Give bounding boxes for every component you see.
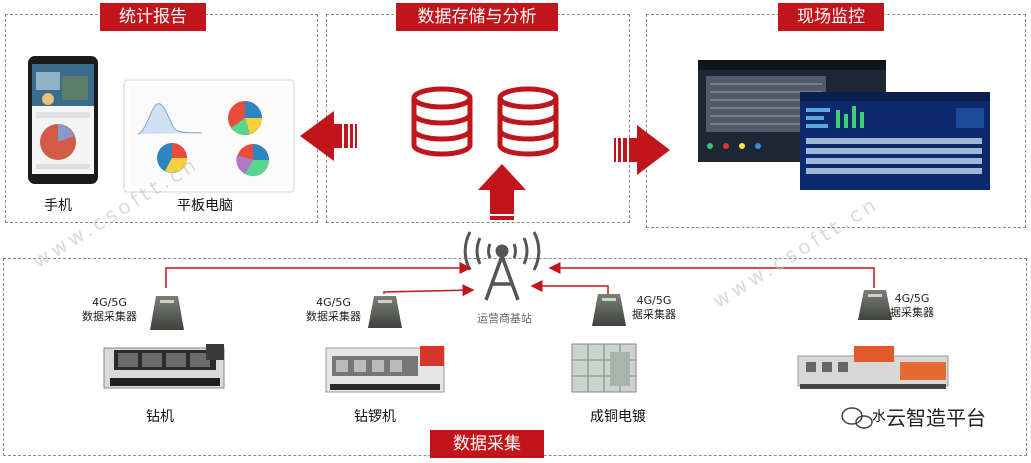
tablet-label: 平板电脑	[177, 198, 233, 214]
station-label: 运营商基站	[477, 312, 532, 325]
section-tag-monitor: 现场监控	[778, 3, 884, 31]
tablet-illustration	[123, 79, 295, 193]
brand-label: 云智造平台	[886, 406, 986, 430]
collector-device-4	[858, 290, 892, 320]
pcb-line-machine	[797, 346, 949, 389]
copper-plating-machine	[571, 343, 637, 393]
arrow-to-report	[300, 111, 357, 161]
wechat-icon	[841, 407, 873, 429]
section-tag-collect: 数据采集	[430, 430, 544, 458]
drill-router-machine	[325, 346, 445, 393]
machine-label-drill-router: 钻锣机	[354, 409, 396, 425]
database-icon-1	[411, 86, 473, 157]
arrow-to-monitor	[614, 125, 670, 175]
machine-label-plating: 成铜电镀	[590, 409, 646, 425]
drill-machine	[103, 344, 225, 389]
collector-device-3	[592, 294, 626, 326]
monitor-screens	[698, 60, 990, 190]
tower-icon	[463, 231, 541, 301]
phone-label: 手机	[44, 198, 72, 214]
machine-label-line: 水	[872, 409, 886, 425]
section-tag-storage: 数据存储与分析	[396, 3, 558, 31]
collector-device-1	[150, 296, 184, 330]
section-tag-report: 统计报告	[100, 3, 206, 31]
arrow-to-storage	[478, 164, 526, 220]
database-icon-2	[497, 86, 559, 157]
collector-device-2	[368, 296, 402, 328]
phone-illustration	[28, 56, 98, 184]
machine-label-drill: 钻机	[146, 409, 174, 425]
